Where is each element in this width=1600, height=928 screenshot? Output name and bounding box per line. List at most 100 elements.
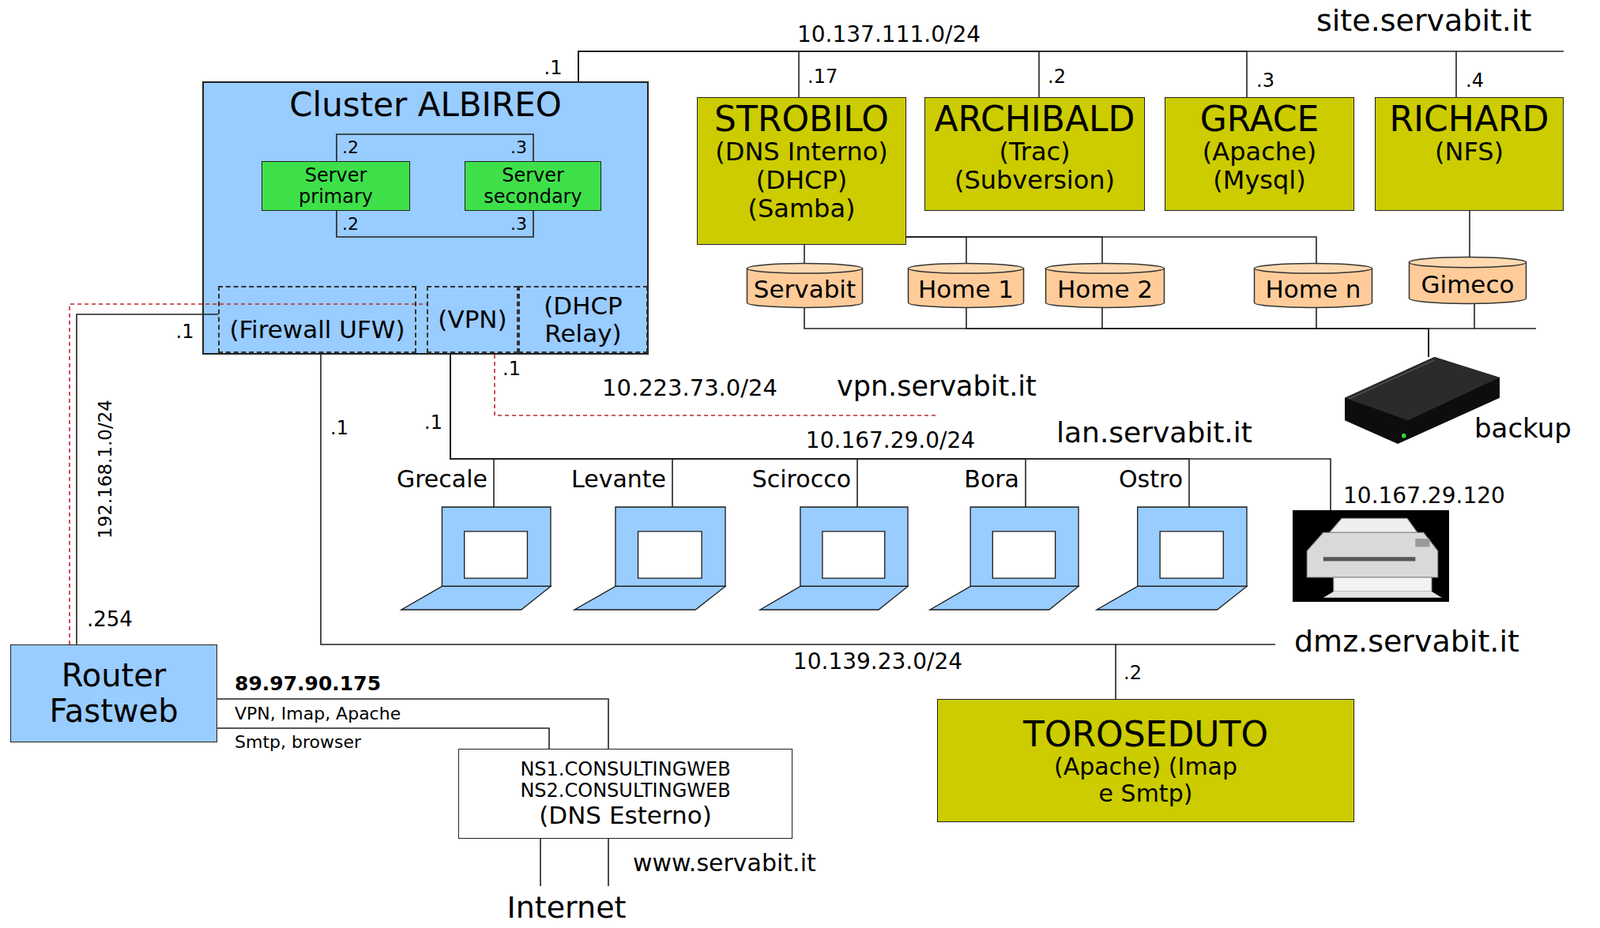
network-link (450, 354, 858, 508)
network-link (1316, 308, 1429, 358)
bus-wire (1474, 327, 1536, 330)
server-host: STROBILO(DNS Interno) (DHCP) (Samba) (696, 97, 907, 245)
node-title: (VPN) (437, 305, 507, 334)
network-link (803, 244, 806, 264)
laptop-screen (800, 507, 908, 587)
node-text: (NFS) (1434, 138, 1504, 167)
node-text: (DNS Esterno) (538, 801, 712, 830)
laptop-illustration (929, 507, 1079, 610)
node-title: Scirocco (752, 466, 851, 494)
link-label: Smtp, browser (234, 733, 362, 753)
network-link (1102, 308, 1429, 358)
cluster-fill (202, 81, 649, 355)
cylinder-body (1046, 268, 1165, 309)
laptop-display (992, 531, 1055, 579)
internet-label: Internet (507, 891, 627, 926)
node-title: (DHCP Relay) (523, 292, 643, 347)
internet-wire (607, 839, 610, 887)
vpn-box: (VPN) (426, 286, 519, 354)
cluster-box: Server primaryServer secondary(Firewall … (202, 81, 649, 355)
ip-suffix: .1 (424, 412, 443, 434)
drive-highlight (1348, 360, 1435, 400)
server-host: RICHARD(NFS) (1374, 97, 1564, 211)
ip-suffix: .4 (1465, 70, 1484, 92)
node-title: Grecale (396, 466, 488, 494)
node-title: 10.167.29.120 (1343, 483, 1506, 509)
node-title: Cluster ALBIREO (289, 86, 562, 124)
node-title: Ostro (1118, 466, 1183, 494)
drive-led (1401, 433, 1407, 439)
laptop-illustration (1096, 507, 1247, 610)
printer-illustration (1292, 510, 1450, 603)
bus-wire (1115, 643, 1276, 646)
node-title: Server secondary (474, 165, 593, 208)
storage-cylinder: Gimeco (1408, 256, 1528, 305)
printer-slot (1323, 557, 1416, 561)
laptop-illustration (574, 507, 726, 610)
ip-suffix: .1 (330, 417, 349, 440)
node-title: Gimeco (1421, 271, 1515, 299)
ip-suffix: .1 (502, 358, 521, 381)
domain-name: site.servabit.it (1316, 3, 1532, 38)
network-link (906, 237, 1103, 264)
network-link (450, 354, 1331, 511)
ip-suffix: .3 (510, 214, 528, 235)
laptop-display (822, 531, 885, 579)
printer-panel (1415, 538, 1430, 547)
node-title: Bora (963, 466, 1020, 494)
network-link (804, 308, 1429, 358)
laptop-base (574, 586, 726, 610)
laptop-base (1096, 586, 1247, 610)
node-title: backup (1474, 413, 1572, 444)
laptop-illustration (401, 507, 551, 610)
subnet-address: 10.139.23.0/24 (793, 649, 963, 674)
laptop-display (464, 531, 528, 579)
subnet-address: 10.137.111.0/24 (797, 22, 981, 47)
server-box: Server primary (261, 161, 411, 211)
laptop-base (760, 586, 908, 610)
domain-name: dmz.servabit.it (1294, 624, 1520, 659)
dhcp-relay-box: (DHCP Relay) (518, 286, 648, 354)
printer-backdrop (1292, 510, 1450, 603)
network-link (578, 51, 1247, 98)
laptop-screen (615, 507, 726, 587)
node-title: Home 1 (918, 275, 1014, 304)
node-text: (Trac) (Subversion) (936, 138, 1134, 196)
cylinder-top (1254, 263, 1373, 275)
node-title: ARCHIBALD (934, 99, 1136, 139)
ip-suffix: .254 (86, 608, 133, 632)
backup-drive: backup (1344, 357, 1500, 445)
server-box: Server secondary (464, 161, 602, 211)
ip-suffix: .2 (342, 138, 359, 159)
drive-top (1344, 357, 1500, 421)
cylinder-top (1046, 263, 1165, 275)
internet-wire (539, 839, 542, 887)
node-text: (Apache) (Imap e Smtp) (1042, 753, 1249, 807)
storage-cylinder: Servabit (745, 263, 864, 309)
ip-suffix: .3 (1256, 70, 1275, 92)
server-host: ARCHIBALD(Trac) (Subversion) (924, 97, 1145, 211)
subnet-address: 10.223.73.0/24 (602, 375, 778, 401)
printer-paper (1323, 591, 1442, 599)
server-host: TOROSEDUTO(Apache) (Imap e Smtp) (937, 699, 1355, 823)
ip-suffix: .1 (544, 57, 563, 80)
laptop-icon: Levante (574, 507, 726, 610)
cylinder-body (907, 268, 1024, 309)
printer-icon: 10.167.29.120 (1292, 510, 1450, 603)
network-link (336, 134, 534, 162)
laptop-display (638, 531, 703, 579)
node-title: Router Fastweb (22, 658, 205, 730)
server-host: GRACE(Apache) (Mysql) (1164, 97, 1355, 211)
cylinder-body (1254, 268, 1373, 309)
node-text: (Apache) (Mysql) (1172, 138, 1347, 196)
vpn-tunnel-link (69, 304, 427, 645)
node-title: TOROSEDUTO (1023, 715, 1269, 754)
ip-suffix: .2 (1047, 66, 1066, 88)
network-link (76, 314, 219, 645)
bus-wire (1456, 50, 1564, 53)
laptop-illustration (760, 507, 908, 610)
domain-name: www.servabit.it (632, 850, 817, 878)
network-link (966, 308, 1429, 358)
node-title: RICHARD (1389, 99, 1550, 139)
network-link (906, 237, 967, 264)
